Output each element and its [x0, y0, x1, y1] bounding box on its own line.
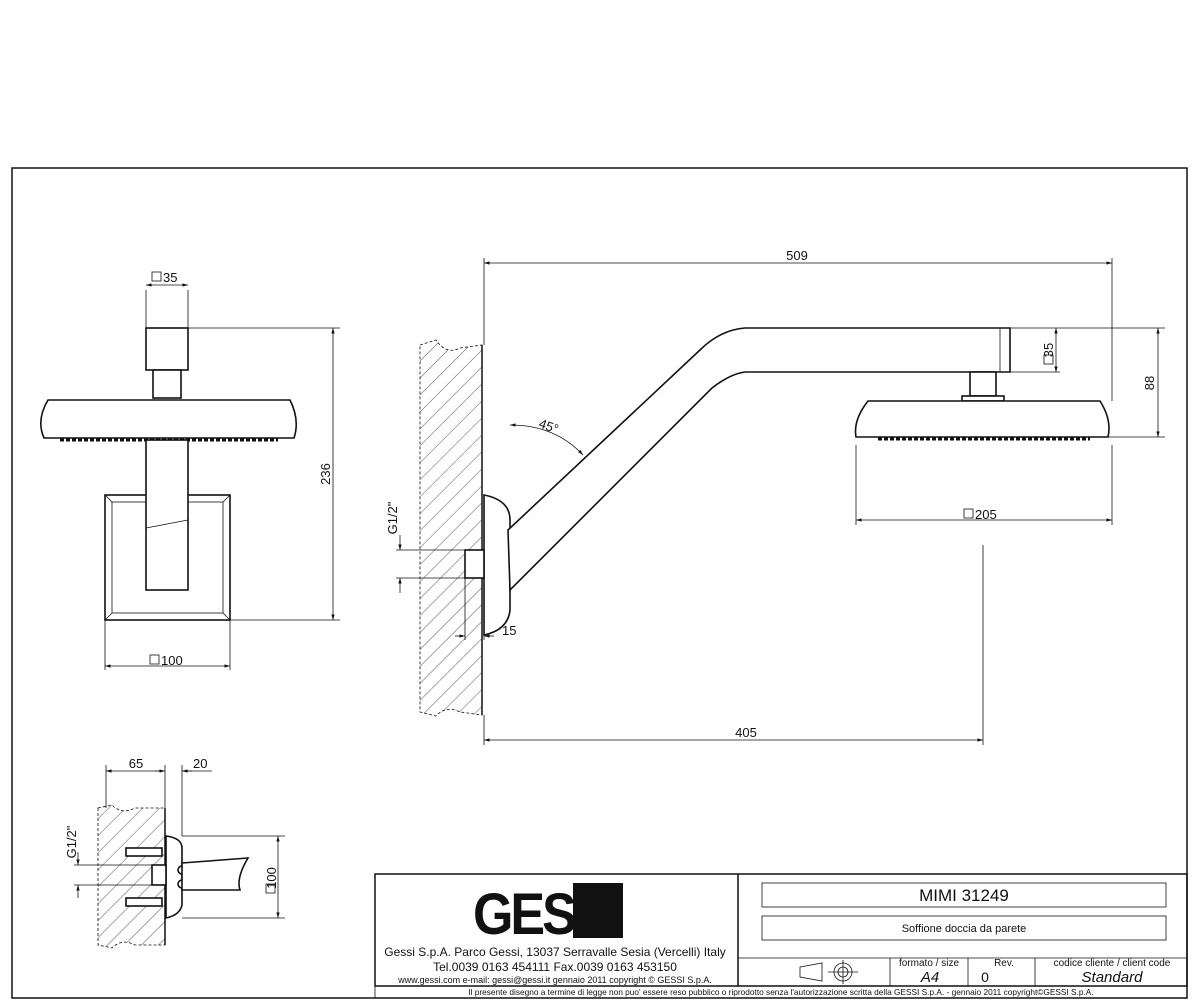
side-dim-45: 45° [537, 416, 561, 437]
side-arm [507, 327, 1011, 592]
rev-label: Rev. [994, 958, 1014, 969]
product-description: Soffione doccia da parete [902, 923, 1027, 935]
side-dim-g12: G1/2" [385, 501, 400, 534]
legal-footer: Il presente disegno a termine di legge n… [468, 987, 1093, 997]
front-view: 35 236 100 [40, 270, 340, 670]
section-dim-100: 100 [264, 867, 279, 889]
side-dim-509: 509 [786, 248, 808, 263]
side-flange [483, 494, 511, 636]
format-label: formato / size [899, 958, 959, 969]
section-view: 65 20 G1/2" 100 [64, 756, 285, 949]
side-wall [419, 339, 483, 717]
front-arm-connector [152, 369, 182, 399]
side-dim-15: 15 [502, 623, 516, 638]
format-value: A4 [920, 969, 939, 986]
phone-line: Tel.0039 0163 454111 Fax.0039 0163 45315… [433, 960, 677, 974]
front-dim-100: 100 [161, 653, 183, 668]
side-view: 509 35 88 45° G1/2" 205 15 [385, 248, 1165, 745]
section-dim-65: 65 [129, 756, 143, 771]
side-connector [969, 371, 997, 397]
section-flange [165, 835, 183, 919]
side-shower-head [854, 400, 1110, 438]
title-block: GESSI Gessi S.p.A. Parco Gessi, 13037 Se… [374, 873, 1188, 999]
product-code: MIMI 31249 [919, 886, 1009, 905]
company-line: Gessi S.p.A. Parco Gessi, 13037 Serraval… [384, 945, 725, 959]
side-dim-405: 405 [735, 725, 757, 740]
client-label: codice cliente / client code [1054, 958, 1171, 969]
gessi-logo-square [573, 883, 623, 938]
rev-value: 0 [981, 969, 989, 985]
side-dim-35: 35 [1041, 343, 1056, 357]
side-dim-205: 205 [975, 507, 997, 522]
projection-symbol [799, 962, 823, 982]
side-dim-88: 88 [1142, 376, 1157, 390]
front-dim-236: 236 [318, 463, 333, 485]
front-arm-lower [145, 439, 189, 591]
section-dim-20: 20 [193, 756, 207, 771]
front-dim-35: 35 [163, 270, 177, 285]
web-line: www.gessi.com e-mail: gessi@gessi.it gen… [397, 975, 712, 985]
client-value: Standard [1082, 969, 1144, 986]
side-inlet [464, 549, 485, 579]
front-arm-top [145, 327, 189, 371]
front-shower-head [40, 399, 298, 439]
section-dim-g12: G1/2" [64, 825, 79, 858]
section-arm [181, 857, 250, 891]
